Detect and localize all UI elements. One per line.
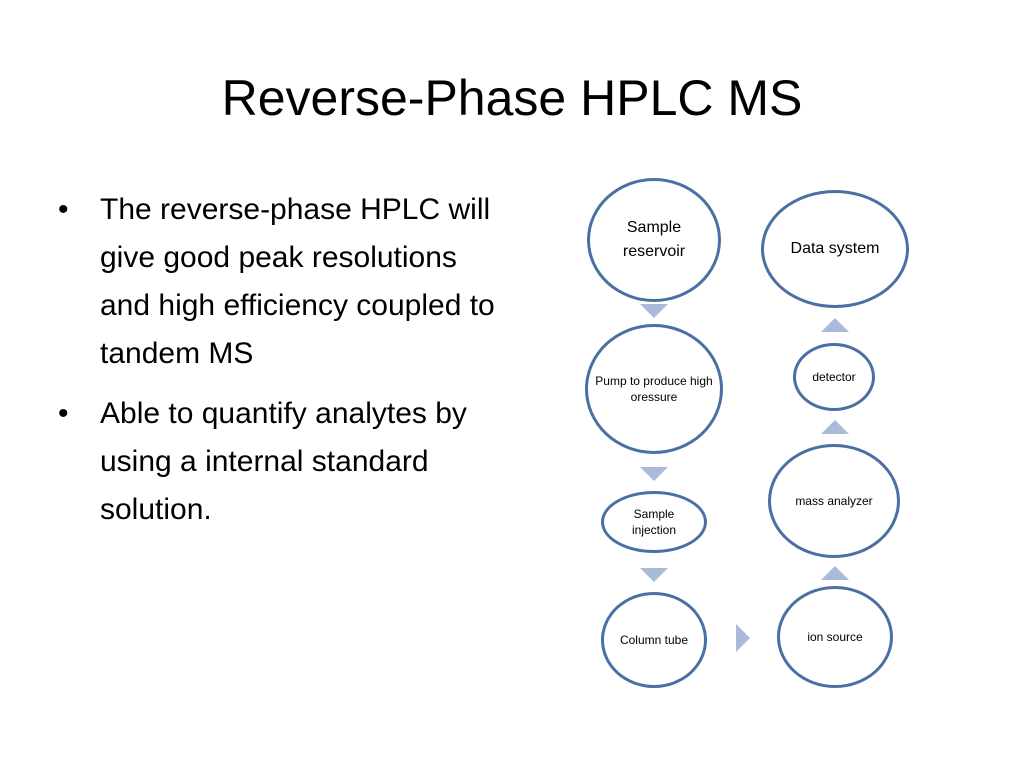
bullet-text: Able to quantify analytes by using a int… [100,397,467,526]
bullet-item: • Able to quantify analytes by using a i… [58,390,508,534]
node-pump: Pump to produce high oressure [585,324,723,454]
node-label: Sample injection [631,507,677,537]
slide-title: Reverse-Phase HPLC MS [221,70,803,126]
node-detector: detector [793,343,875,411]
node-label: detector [812,370,856,384]
arrow-down-icon [640,568,668,582]
bullet-list: • The reverse-phase HPLC will give good … [58,186,508,546]
arrow-down-icon [640,304,668,318]
arrow-down-icon [640,467,668,481]
arrow-up-icon [821,566,849,580]
node-label: Pump to produce high oressure [595,374,713,404]
bullet-icon: • [58,193,69,226]
node-sample-injection: Sample injection [601,491,707,553]
node-label: Data system [790,240,880,257]
bullet-icon: • [58,397,69,430]
node-sample-reservoir: Sample reservoir [587,178,721,302]
node-column-tube: Column tube [601,592,707,688]
arrow-right-icon [736,624,750,652]
node-label: Column tube [619,633,689,647]
bullet-item: • The reverse-phase HPLC will give good … [58,186,508,378]
node-label: ion source [807,630,863,644]
node-ion-source: ion source [777,586,893,688]
bullet-text: The reverse-phase HPLC will give good pe… [100,193,495,370]
node-mass-analyzer: mass analyzer [768,444,900,558]
arrow-up-icon [821,318,849,332]
arrow-up-icon [821,420,849,434]
node-label: Sample reservoir [622,219,686,260]
node-label: mass analyzer [795,494,873,508]
node-data-system: Data system [761,190,909,308]
